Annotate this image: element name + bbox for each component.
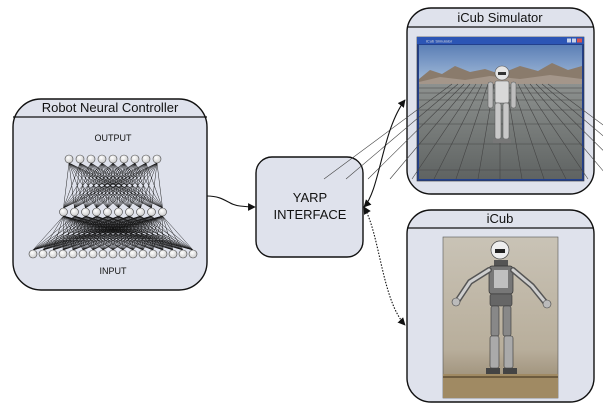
controller-to-yarp-arrow bbox=[206, 195, 256, 211]
controller-title: Robot Neural Controller bbox=[42, 100, 179, 115]
input-neuron bbox=[138, 249, 148, 259]
output-neuron bbox=[141, 154, 151, 164]
window-minimize-icon bbox=[567, 38, 571, 43]
hidden-neuron bbox=[70, 207, 79, 217]
output-neuron bbox=[64, 154, 74, 164]
input-neuron bbox=[108, 249, 118, 259]
hidden-neuron bbox=[114, 207, 123, 217]
hidden-neuron bbox=[147, 207, 156, 217]
input-neuron bbox=[28, 249, 38, 259]
input-neuron bbox=[68, 249, 78, 259]
yarp-line1: YARP bbox=[293, 190, 327, 205]
hidden-neuron bbox=[59, 207, 68, 217]
output-label: OUTPUT bbox=[95, 133, 133, 143]
output-neuron bbox=[97, 154, 107, 164]
window-maximize-icon bbox=[572, 38, 576, 43]
icub-photo bbox=[442, 236, 559, 399]
neural-network bbox=[28, 154, 198, 259]
simulator-title: iCub Simulator bbox=[457, 10, 543, 25]
output-neuron bbox=[152, 154, 162, 164]
input-neuron bbox=[128, 249, 138, 259]
input-neuron bbox=[38, 249, 48, 259]
output-neuron bbox=[130, 154, 140, 164]
input-neuron bbox=[88, 249, 98, 259]
output-neuron bbox=[75, 154, 85, 164]
simulated-robot bbox=[487, 65, 517, 143]
input-neuron bbox=[118, 249, 128, 259]
hidden-neuron bbox=[158, 207, 167, 217]
input-neuron bbox=[48, 249, 58, 259]
hidden-neuron bbox=[92, 207, 101, 217]
hidden-neuron bbox=[81, 207, 90, 217]
hidden-neuron bbox=[136, 207, 145, 217]
yarp-simulator-arrow bbox=[363, 99, 406, 208]
input-neuron bbox=[148, 249, 158, 259]
hidden-neuron bbox=[125, 207, 134, 217]
yarp-icub-arrow bbox=[363, 206, 406, 326]
input-neuron bbox=[158, 249, 168, 259]
output-neuron bbox=[108, 154, 118, 164]
input-label: INPUT bbox=[100, 266, 128, 276]
input-neuron bbox=[98, 249, 108, 259]
simulator-screenshot: iCub Simulator bbox=[323, 36, 603, 182]
hidden-neuron bbox=[103, 207, 112, 217]
input-neuron bbox=[168, 249, 178, 259]
icub-title: iCub bbox=[487, 211, 514, 226]
simulator-window-caption: iCub Simulator bbox=[426, 39, 453, 44]
output-neuron bbox=[86, 154, 96, 164]
network-connections bbox=[32, 162, 194, 251]
input-neuron bbox=[188, 249, 198, 259]
input-neuron bbox=[58, 249, 68, 259]
input-neuron bbox=[178, 249, 188, 259]
yarp-line2: INTERFACE bbox=[274, 207, 347, 222]
input-neuron bbox=[78, 249, 88, 259]
output-neuron bbox=[119, 154, 129, 164]
window-close-icon bbox=[577, 38, 582, 43]
yarp-box: YARP INTERFACE bbox=[255, 156, 364, 258]
